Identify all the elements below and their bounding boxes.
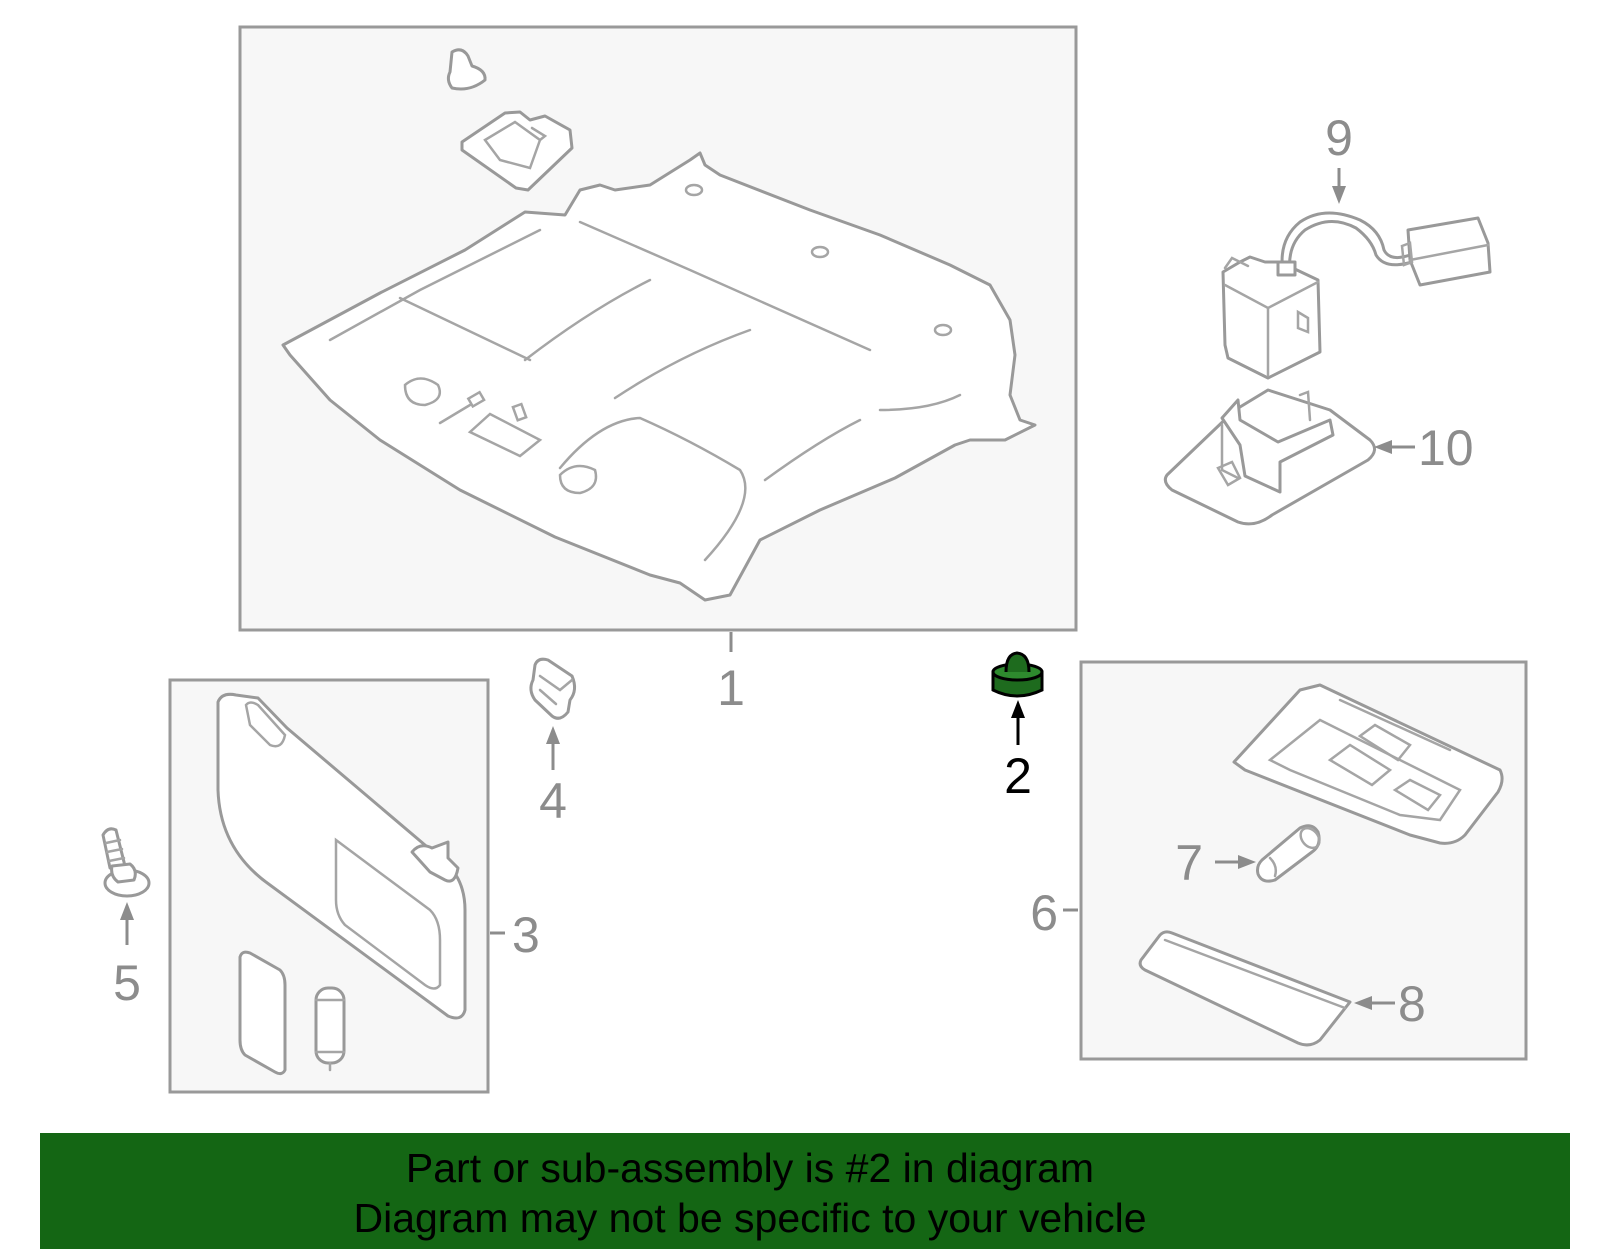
callout-10-arrowhead bbox=[1374, 440, 1392, 454]
lamp-bracket-part bbox=[460, 110, 574, 192]
callout-5-arrowhead bbox=[120, 902, 134, 920]
callout-2-arrowhead bbox=[1011, 700, 1025, 718]
callout-8-arrowhead bbox=[1354, 996, 1372, 1010]
sun-visor-part bbox=[216, 692, 467, 1020]
headliner-part bbox=[281, 151, 1037, 602]
callout-9-label: 9 bbox=[1325, 110, 1353, 166]
banner-line-2: Diagram may not be specific to your vehi… bbox=[353, 1195, 1147, 1241]
screw-part bbox=[101, 827, 151, 898]
callout-4-arrowhead bbox=[546, 726, 560, 744]
dome-lamp-bulb-part bbox=[1256, 824, 1321, 883]
visor-holder-part bbox=[529, 657, 577, 720]
mirror-cover-part bbox=[238, 950, 287, 1076]
callout-6-label: 6 bbox=[1030, 885, 1058, 941]
highlighted-clip-part bbox=[991, 651, 1044, 698]
callout-8-label: 8 bbox=[1398, 976, 1426, 1032]
headliner-clip-part bbox=[446, 48, 487, 91]
callout-7-arrowhead bbox=[1238, 855, 1256, 869]
callout-2-label: 2 bbox=[1004, 748, 1032, 804]
module-bracket-part bbox=[1163, 388, 1376, 526]
module-harness-part bbox=[1221, 211, 1492, 380]
info-banner: Part or sub-assembly is #2 in diagram Di… bbox=[40, 1133, 1570, 1249]
callout-4-label: 4 bbox=[539, 773, 567, 829]
visor-lamp-bulb-part bbox=[314, 986, 346, 1072]
callout-1-label: 1 bbox=[717, 660, 745, 716]
banner-line-1: Part or sub-assembly is #2 in diagram bbox=[405, 1145, 1095, 1191]
callout-5-label: 5 bbox=[113, 955, 141, 1011]
dome-lamp-lens-part bbox=[1138, 930, 1352, 1047]
dome-lamp-housing-part bbox=[1232, 683, 1504, 845]
callout-9-arrowhead bbox=[1332, 186, 1346, 204]
callout-10-label: 10 bbox=[1418, 420, 1474, 476]
callout-3-label: 3 bbox=[512, 907, 540, 963]
callout-7-label: 7 bbox=[1175, 835, 1203, 891]
